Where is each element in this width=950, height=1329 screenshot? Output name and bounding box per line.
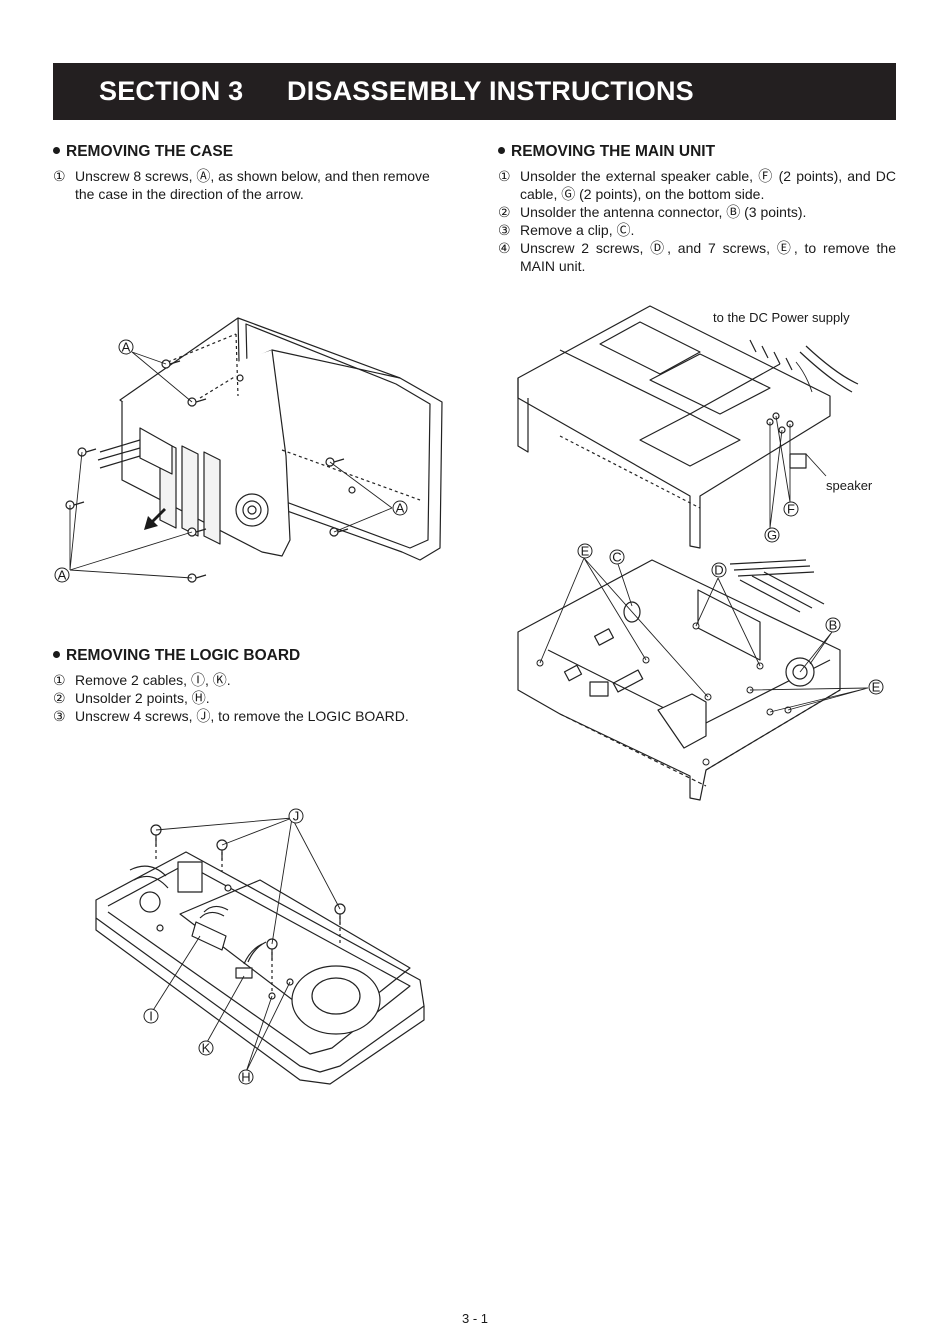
- callout-h: H: [241, 1070, 250, 1085]
- logic-heading: REMOVING THE LOGIC BOARD: [53, 647, 300, 665]
- section-number: SECTION 3: [99, 76, 244, 106]
- main-step-4: ④ Unscrew 2 screws, Ⓓ, and 7 screws, Ⓔ, t…: [498, 239, 896, 275]
- callout-a: A: [122, 340, 131, 355]
- step-text: Unscrew 4 screws, Ⓙ, to remove the LOGIC…: [75, 708, 409, 724]
- logic-step-2: ② Unsolder 2 points, Ⓗ.: [53, 689, 473, 707]
- logic-step-1: ① Remove 2 cables, Ⓘ, Ⓚ.: [53, 671, 473, 689]
- step-number: ①: [53, 672, 66, 688]
- step-number: ①: [53, 168, 66, 184]
- bullet-icon: [498, 147, 505, 154]
- callout-j: J: [293, 809, 300, 824]
- callout-k: K: [202, 1041, 211, 1056]
- callout-a: A: [396, 501, 405, 516]
- case-heading-text: REMOVING THE CASE: [66, 143, 234, 160]
- callout-e: E: [581, 544, 590, 559]
- main-step-1: ① Unsolder the external speaker cable, Ⓕ …: [498, 167, 896, 203]
- case-heading: REMOVING THE CASE: [53, 143, 233, 161]
- callout-i: I: [149, 1009, 153, 1024]
- step-text: Unscrew 8 screws, Ⓐ, as shown below, and…: [75, 168, 430, 202]
- main-heading: REMOVING THE MAIN UNIT: [498, 143, 715, 161]
- callout-a: A: [58, 568, 67, 583]
- step-number: ③: [53, 708, 66, 724]
- callout-d: D: [714, 563, 723, 578]
- step-text: Unscrew 2 screws, Ⓓ, and 7 screws, Ⓔ, to…: [520, 240, 896, 274]
- bullet-icon: [53, 651, 60, 658]
- main-steps: ① Unsolder the external speaker cable, Ⓕ …: [498, 167, 896, 275]
- step-text: Unsolder the antenna connector, Ⓑ (3 poi…: [520, 204, 807, 220]
- speaker-label: speaker: [826, 478, 873, 493]
- screw-icon: [150, 824, 162, 846]
- logic-steps: ① Remove 2 cables, Ⓘ, Ⓚ. ② Unsolder 2 poin…: [53, 671, 473, 725]
- logic-heading-text: REMOVING THE LOGIC BOARD: [66, 647, 301, 664]
- section-banner: SECTION 3 DISASSEMBLY INSTRUCTIONS: [53, 63, 896, 120]
- section-title: DISASSEMBLY INSTRUCTIONS: [287, 76, 694, 106]
- step-number: ②: [53, 690, 66, 706]
- main-heading-text: REMOVING THE MAIN UNIT: [511, 143, 716, 160]
- step-number: ④: [498, 240, 511, 256]
- callout-e: E: [872, 680, 881, 695]
- main-step-3: ③ Remove a clip, Ⓒ.: [498, 221, 896, 239]
- main-step-2: ② Unsolder the antenna connector, Ⓑ (3 po…: [498, 203, 896, 221]
- case-step-1: ① Unscrew 8 screws, Ⓐ, as shown below, an…: [53, 167, 451, 203]
- step-number: ③: [498, 222, 511, 238]
- step-number: ②: [498, 204, 511, 220]
- direction-arrow-icon: [144, 508, 166, 530]
- callout-f: F: [787, 502, 795, 517]
- screw-icon: [334, 903, 346, 924]
- step-number: ①: [498, 168, 511, 184]
- callout-c: C: [612, 550, 621, 565]
- page-number: 3 - 1: [462, 1311, 489, 1326]
- step-text: Unsolder the external speaker cable, Ⓕ (…: [520, 168, 896, 202]
- step-text: Unsolder 2 points, Ⓗ.: [75, 690, 210, 706]
- dc-supply-label: to the DC Power supply: [713, 310, 850, 325]
- callout-b: B: [829, 618, 838, 633]
- step-text: Remove 2 cables, Ⓘ, Ⓚ.: [75, 672, 231, 688]
- screw-icon: [216, 839, 228, 860]
- step-text: Remove a clip, Ⓒ.: [520, 222, 635, 238]
- case-steps: ① Unscrew 8 screws, Ⓐ, as shown below, an…: [53, 167, 451, 203]
- bullet-icon: [53, 147, 60, 154]
- callout-g: G: [767, 528, 777, 543]
- logic-step-3: ③ Unscrew 4 screws, Ⓙ, to remove the LOGI…: [53, 707, 473, 725]
